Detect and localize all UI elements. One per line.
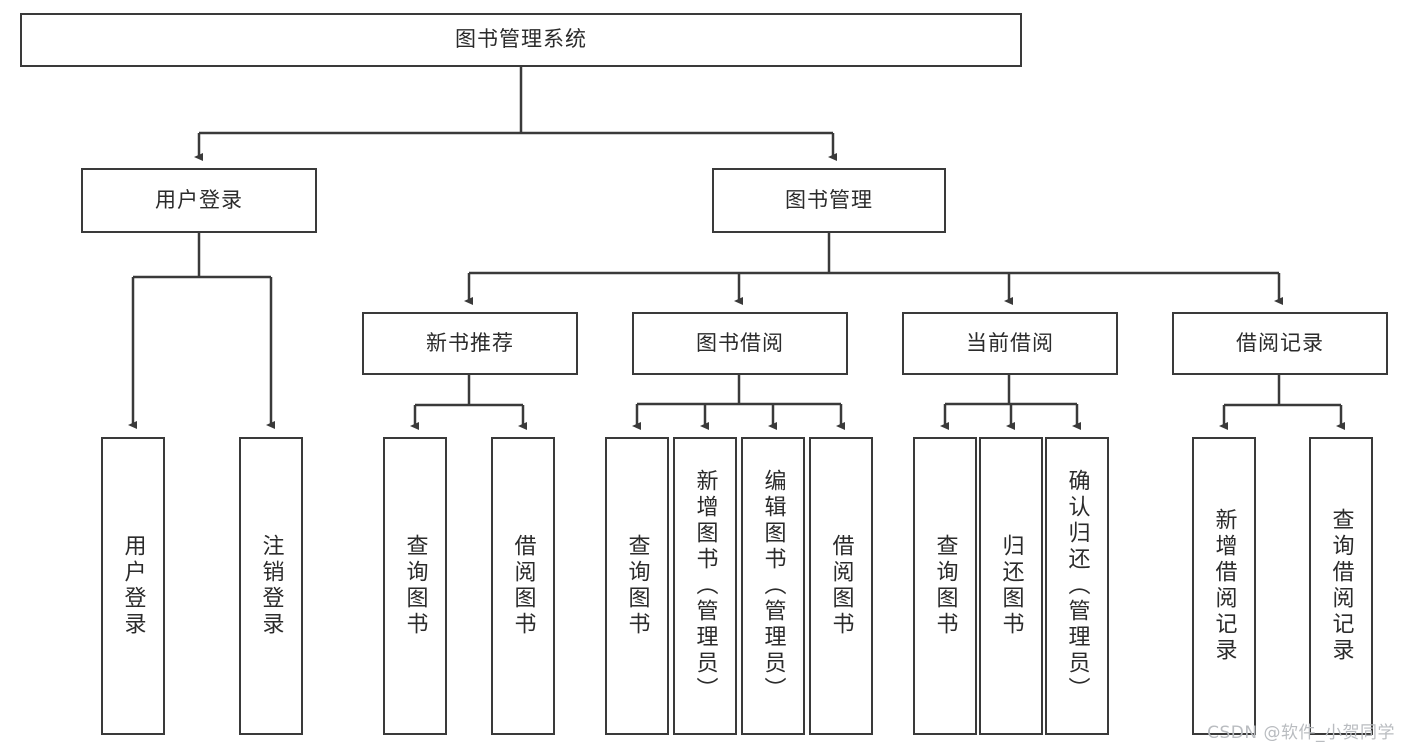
node-leaf-confirm-return-label: 确认归还（管理员） (1064, 469, 1090, 703)
node-leaf-add-record-label: 新增借阅记录 (1211, 508, 1237, 664)
node-new-book-rec[interactable]: 新书推荐 (362, 312, 578, 375)
node-leaf-logout-label: 注销登录 (258, 534, 284, 638)
node-leaf-query-record[interactable]: 查询借阅记录 (1309, 437, 1373, 735)
node-root[interactable]: 图书管理系统 (20, 13, 1022, 67)
node-leaf-borrow-book-2[interactable]: 借阅图书 (809, 437, 873, 735)
node-leaf-edit-book[interactable]: 编辑图书（管理员） (741, 437, 805, 735)
node-leaf-return-book[interactable]: 归还图书 (979, 437, 1043, 735)
node-leaf-user-login[interactable]: 用户登录 (101, 437, 165, 735)
node-leaf-return-book-label: 归还图书 (998, 534, 1024, 638)
node-book-manage-label: 图书管理 (785, 187, 873, 212)
node-book-borrow-label: 图书借阅 (696, 330, 784, 355)
node-book-manage[interactable]: 图书管理 (712, 168, 946, 233)
node-leaf-query-book-1[interactable]: 查询图书 (383, 437, 447, 735)
node-leaf-add-book-label: 新增图书（管理员） (692, 469, 718, 703)
node-leaf-borrow-book-1-label: 借阅图书 (510, 534, 536, 638)
node-leaf-confirm-return[interactable]: 确认归还（管理员） (1045, 437, 1109, 735)
node-root-label: 图书管理系统 (455, 27, 587, 52)
node-leaf-add-record[interactable]: 新增借阅记录 (1192, 437, 1256, 735)
node-user-login[interactable]: 用户登录 (81, 168, 317, 233)
node-leaf-query-book-3[interactable]: 查询图书 (913, 437, 977, 735)
node-user-login-label: 用户登录 (155, 187, 243, 212)
node-borrow-record[interactable]: 借阅记录 (1172, 312, 1388, 375)
node-book-borrow[interactable]: 图书借阅 (632, 312, 848, 375)
node-leaf-user-login-label: 用户登录 (120, 534, 146, 638)
node-leaf-query-book-1-label: 查询图书 (402, 534, 428, 638)
node-leaf-query-record-label: 查询借阅记录 (1328, 508, 1354, 664)
node-new-book-rec-label: 新书推荐 (426, 330, 514, 355)
node-leaf-logout[interactable]: 注销登录 (239, 437, 303, 735)
node-current-borrow[interactable]: 当前借阅 (902, 312, 1118, 375)
node-leaf-edit-book-label: 编辑图书（管理员） (760, 469, 786, 703)
node-leaf-borrow-book-2-label: 借阅图书 (828, 534, 854, 638)
node-leaf-borrow-book-1[interactable]: 借阅图书 (491, 437, 555, 735)
node-borrow-record-label: 借阅记录 (1236, 330, 1324, 355)
node-leaf-query-book-3-label: 查询图书 (932, 534, 958, 638)
watermark-text: CSDN @软件_小贺同学 (1207, 723, 1395, 743)
node-leaf-add-book[interactable]: 新增图书（管理员） (673, 437, 737, 735)
node-leaf-query-book-2[interactable]: 查询图书 (605, 437, 669, 735)
node-current-borrow-label: 当前借阅 (966, 330, 1054, 355)
node-leaf-query-book-2-label: 查询图书 (624, 534, 650, 638)
